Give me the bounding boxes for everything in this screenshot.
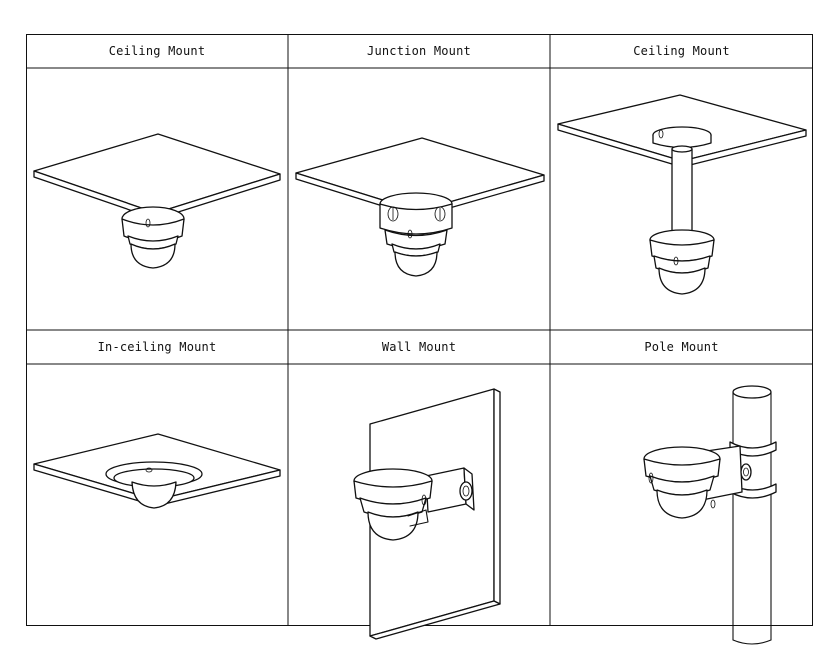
cell-label: Ceiling Mount (633, 44, 730, 58)
pendant-mount-illustration (557, 94, 807, 295)
cell-label: In-ceiling Mount (97, 340, 217, 354)
mount-options-table: Ceiling Mount Junction Mount (26, 34, 813, 645)
wall-mount-illustration (353, 388, 501, 640)
ceiling-mount-illustration (33, 133, 281, 269)
cell-junction-mount: Junction Mount (288, 34, 550, 330)
in-ceiling-mount-illustration (33, 433, 281, 509)
cell-label: Pole Mount (644, 340, 719, 354)
pole-mount-illustration (643, 385, 777, 645)
cell-label: Wall Mount (381, 340, 457, 354)
cell-label: Junction Mount (367, 44, 471, 58)
junction-mount-illustration (295, 137, 545, 277)
cell-ceiling-mount: Ceiling Mount (26, 34, 288, 330)
cell-pendant-ceiling-mount: Ceiling Mount (550, 34, 813, 330)
cell-in-ceiling-mount: In-ceiling Mount (26, 330, 288, 626)
cell-pole-mount: Pole Mount (550, 330, 813, 645)
cell-label: Ceiling Mount (108, 44, 206, 58)
cell-wall-mount: Wall Mount (288, 330, 550, 640)
